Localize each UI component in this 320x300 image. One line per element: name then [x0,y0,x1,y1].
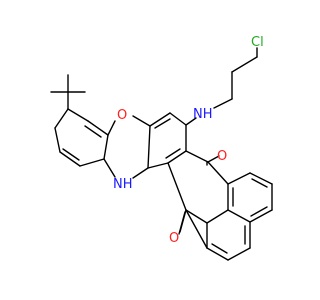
bond [231,56,258,73]
bond [211,243,228,254]
bond [227,209,251,223]
bond [62,148,80,161]
molecule-structure: Cl NH O NH O O [50,35,273,261]
bond [132,167,149,179]
bonds [50,47,273,261]
bond [251,178,268,188]
ring-nh-label: NH [113,177,133,192]
bond [169,112,187,126]
bond [59,151,81,167]
bond [84,125,102,138]
amine-nh-label: NH [193,107,213,122]
bond [207,161,229,185]
ring-oxygen-label: O [117,108,127,123]
bond [206,209,229,224]
bond [250,206,268,217]
bond [54,127,61,153]
bond [213,98,233,109]
bond [207,155,220,163]
bond [54,108,69,129]
bond [149,112,171,127]
bond [147,125,151,169]
bond [185,209,208,249]
bond [103,134,109,160]
bond [67,108,89,122]
bond [249,172,273,185]
bond [185,209,208,224]
bond [185,150,209,163]
bond [227,172,251,185]
bond [249,209,273,223]
bond [154,118,171,129]
molecule-canvas: Cl NH O NH O O [50,35,273,261]
bond [165,148,181,159]
bond [107,120,116,136]
atom-labels: Cl NH O NH O O [113,35,264,246]
bond [103,158,116,178]
bond [87,120,109,136]
bond [185,117,197,126]
bond [147,162,169,169]
ketone-top-label: O [217,149,227,164]
bond [167,150,187,164]
bond [227,247,251,261]
bond [132,115,151,127]
chlorine-label: Cl [251,35,264,50]
ketone-bottom-label: O [169,231,179,246]
bond [178,211,186,235]
bond [79,158,105,167]
bond [167,162,187,211]
bond [206,247,229,261]
